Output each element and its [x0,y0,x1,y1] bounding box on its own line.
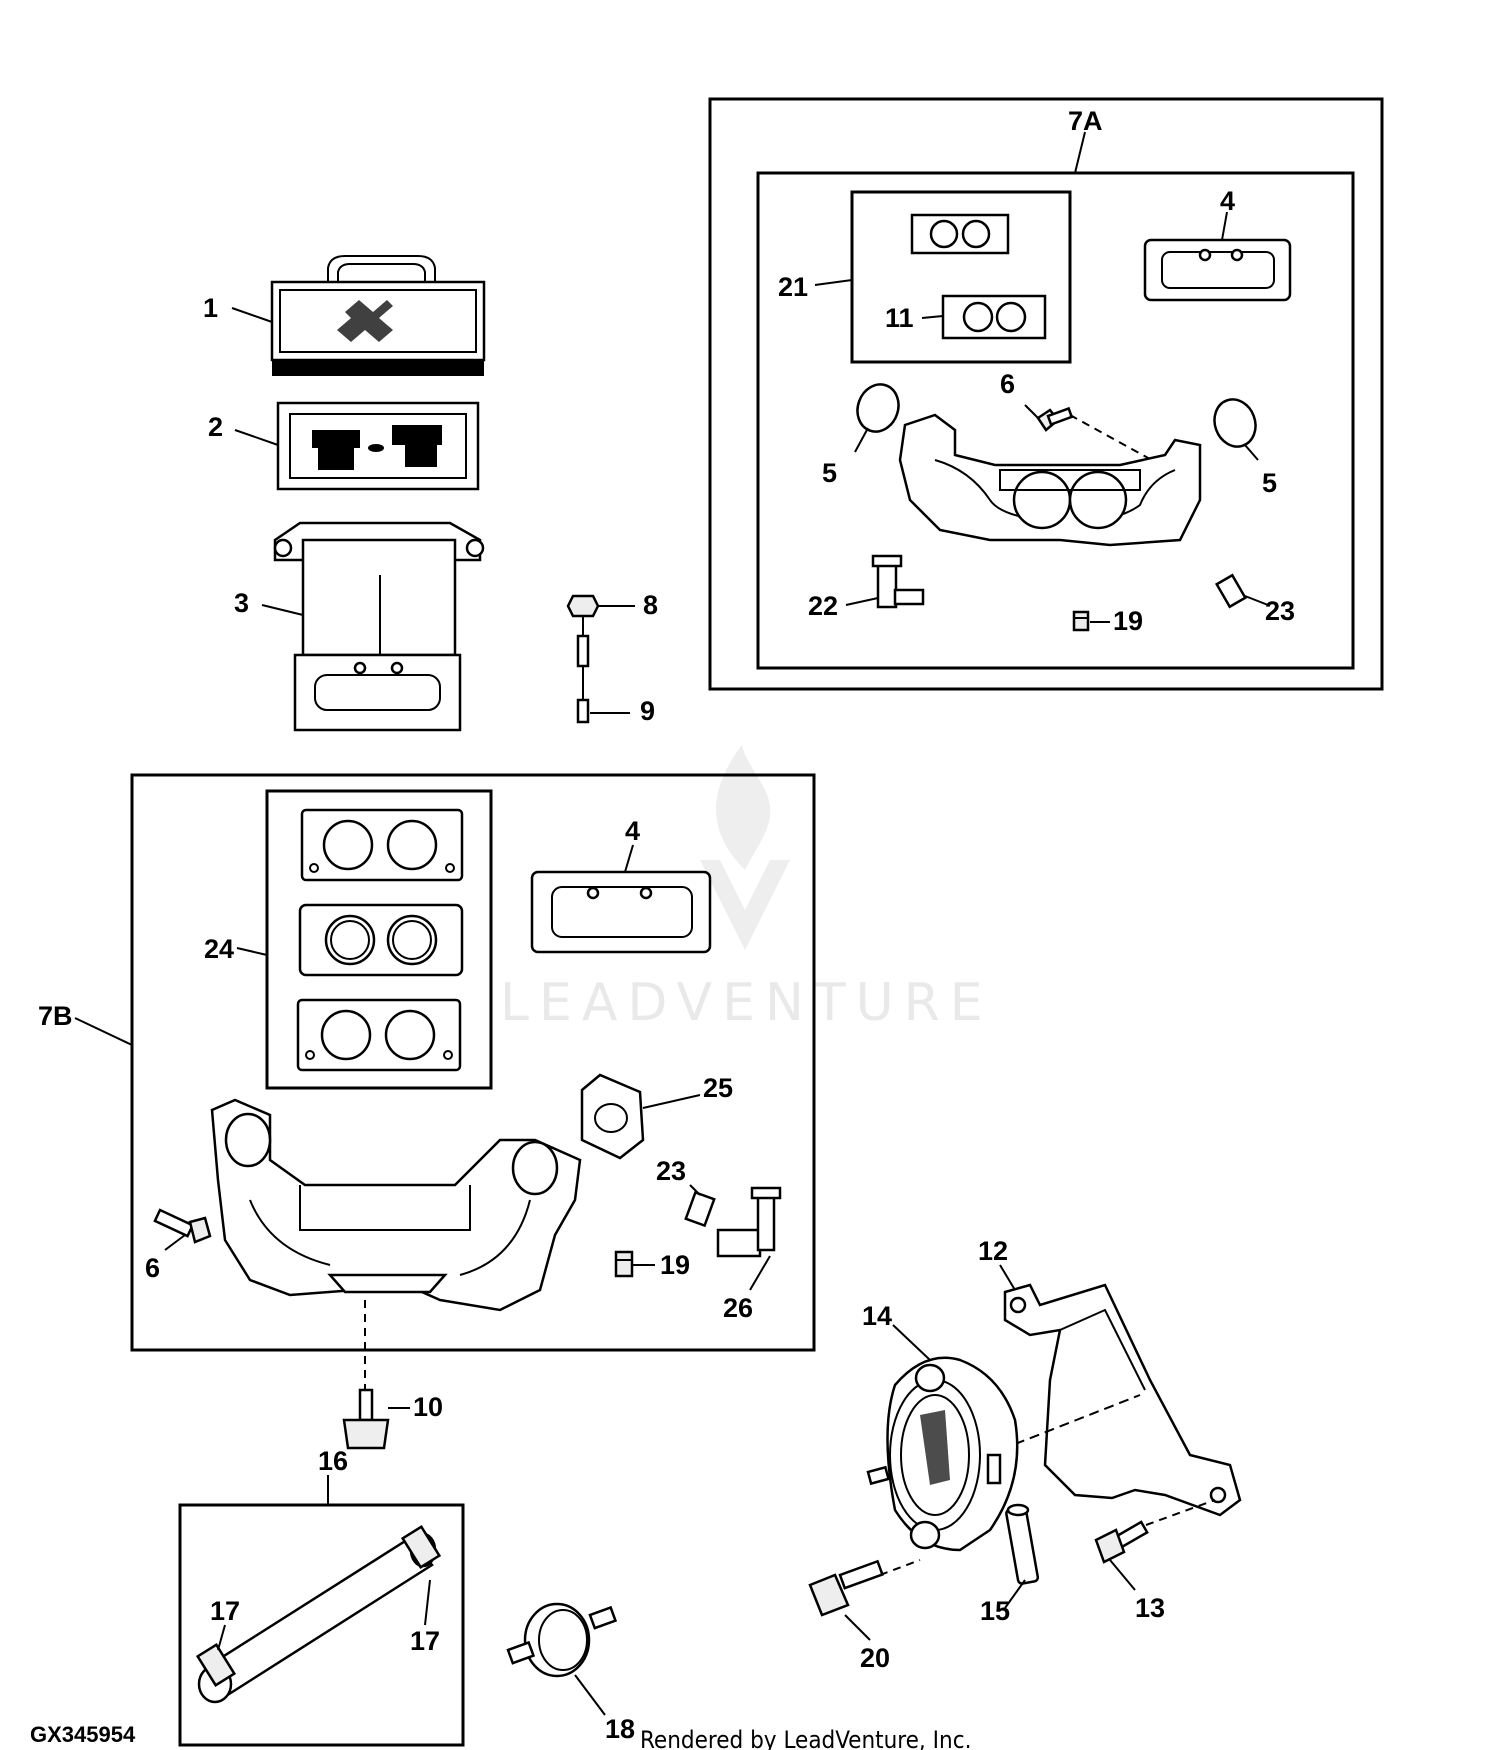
plug-19-7a [1072,610,1090,632]
callout-21: 21 [778,272,808,302]
pre-cleaner-part [276,401,480,491]
gasket-25 [580,1073,645,1160]
hose-15 [1005,1503,1040,1585]
callout-25: 25 [703,1073,733,1103]
bolt-10 [342,1388,390,1450]
kit-7a-outer-box [708,97,1384,691]
exhaust-manifold-7b [210,1098,582,1312]
callout-15: 15 [980,1596,1010,1626]
gasket-24-top [300,808,464,882]
callout-17-right: 17 [410,1626,440,1656]
o-ring-5-right [1213,398,1257,448]
clamp-17-right [400,1525,442,1569]
callout-13: 13 [1135,1593,1165,1623]
gasket-4-7a [1143,238,1292,302]
callout-22: 22 [808,591,838,621]
kit-21-box [850,190,1072,364]
callout-9: 9 [640,696,655,726]
callout-5-right: 5 [1262,468,1277,498]
stud-and-nut-part [566,594,600,724]
callout-12: 12 [978,1236,1008,1266]
callout-19-7a: 19 [1113,606,1143,636]
plug-19-7b [614,1250,634,1278]
kit-7a-label: 7A [1068,106,1103,136]
gasket-11 [941,294,1047,340]
air-filter-part [270,255,486,376]
callout-3: 3 [234,588,249,618]
clamp-17-left [195,1643,237,1687]
callout-2: 2 [208,412,223,442]
callout-19-7b: 19 [660,1250,690,1280]
callout-11: 11 [885,303,914,333]
callout-14: 14 [862,1301,892,1331]
callout-23-7a: 23 [1265,596,1295,626]
gasket-24-middle [298,903,464,977]
callout-4-7a: 4 [1220,186,1235,216]
callout-24: 24 [204,934,234,964]
kit-7b-label: 7B [38,1001,73,1031]
callout-5-left: 5 [822,458,837,488]
cap-23-7a [1214,573,1248,609]
kit-24-box [265,789,493,1090]
fitting-26 [716,1186,782,1258]
kit-7b-box [130,773,816,1352]
fitting-22 [871,554,925,609]
callout-23-7b: 23 [656,1156,686,1186]
bolt-20 [808,1559,884,1617]
cap-23-7b [684,1190,716,1228]
screw-6-7a [1036,406,1074,432]
callout-20: 20 [860,1643,890,1673]
callout-6-7b: 6 [145,1253,160,1283]
callout-10: 10 [413,1392,443,1422]
callout-17-left: 17 [210,1596,240,1626]
intake-manifold-7a [898,413,1202,547]
kit-16-box [178,1503,465,1747]
air-cleaner-base-part [273,521,485,732]
gasket-4-7b [530,870,712,954]
callout-8: 8 [643,590,658,620]
callout-26: 26 [723,1293,753,1323]
footer-credit: Rendered by LeadVenture, Inc. [640,1726,971,1750]
gasket-21-upper [910,213,1010,255]
fuel-filter-18 [506,1602,618,1678]
callout-18: 18 [605,1714,635,1744]
callout-16: 16 [318,1446,348,1476]
kit-7a-inner-box [756,171,1355,670]
callout-1: 1 [203,293,218,323]
callout-4-7b: 4 [625,816,640,846]
bracket-12 [1003,1283,1242,1517]
gasket-24-bottom [296,998,462,1072]
figure-id: GX345954 [30,1722,136,1747]
callout-6-7a: 6 [1000,369,1015,399]
watermark-text: LEADVENTURE [500,973,993,1033]
screw-6-7b [153,1208,212,1244]
fuel-pump-14 [866,1356,1019,1552]
o-ring-5-left [856,383,900,433]
screw-13 [1094,1520,1149,1564]
